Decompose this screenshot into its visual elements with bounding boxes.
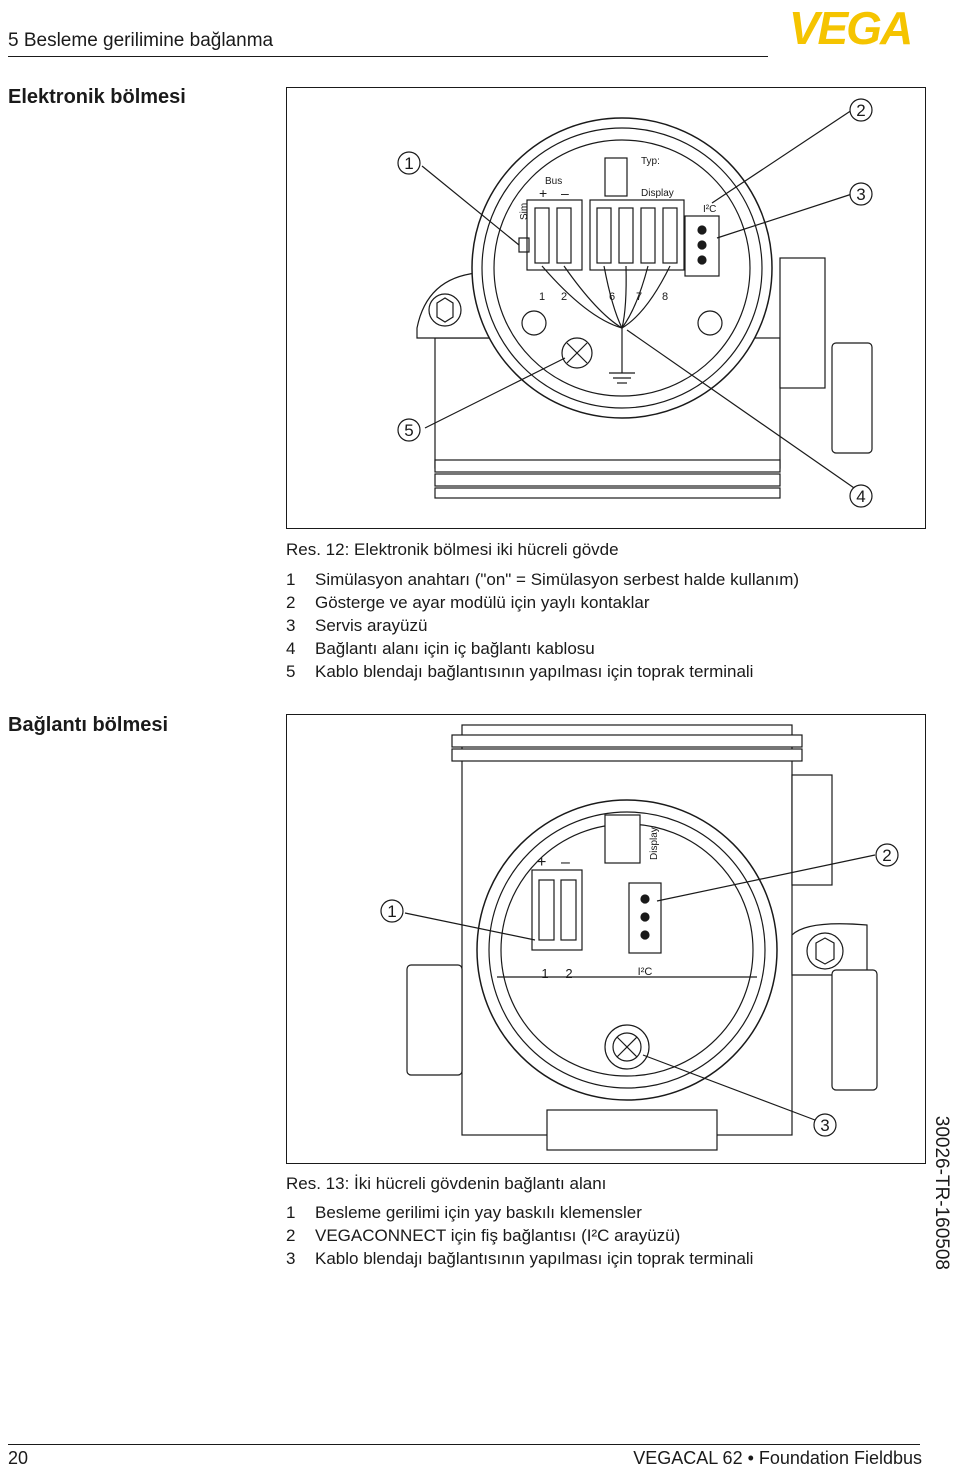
fig1-callout-4: 4	[856, 487, 865, 506]
legend-item: 4 Bağlantı alanı için iç bağlantı kablosu	[286, 637, 799, 660]
fig1-callout-1: 1	[404, 154, 413, 173]
fig2-label-minus: –	[561, 854, 570, 871]
fig1-label-plus: +	[539, 185, 547, 201]
legend-item: 2 Gösterge ve ayar modülü için yaylı kont…	[286, 591, 799, 614]
fig2-terminal-2: 2	[565, 966, 572, 981]
fig1-callout-2: 2	[856, 101, 865, 120]
legend-text: Kablo blendajı bağlantısının yapılması i…	[315, 662, 754, 681]
legend-num: 3	[286, 616, 296, 635]
fig2-callout-3: 3	[820, 1116, 829, 1135]
section-heading-electronics: Elektronik bölmesi	[8, 86, 186, 108]
vega-logo: VEGA	[789, 6, 913, 48]
section-heading-connection: Bağlantı bölmesi	[8, 714, 169, 736]
figure1-caption: Res. 12: Elektronik bölmesi iki hücreli …	[286, 540, 619, 559]
fig1-label-display: Display	[641, 188, 674, 199]
legend-num: 4	[286, 639, 296, 658]
legend-text: VEGACONNECT için fiş bağlantısı (I²C ara…	[315, 1226, 681, 1245]
header-rule	[8, 56, 768, 57]
fig2-callout-1: 1	[387, 902, 396, 921]
legend-text: Bağlantı alanı için iç bağlantı kablosu	[315, 639, 595, 658]
fig2-terminal-1: 1	[541, 966, 548, 981]
legend-num: 1	[286, 1203, 296, 1222]
legend-item: 2 VEGACONNECT için fiş bağlantısı (I²C ar…	[286, 1224, 753, 1247]
figure-electronics-compartment: 1 2 3 4 5 Sim Bus + – Typ: Display I²C 1…	[286, 87, 926, 529]
fig2-label-i2c: I²C	[638, 966, 653, 978]
legend-num: 5	[286, 662, 296, 681]
legend-num: 2	[286, 593, 296, 612]
legend-item: 1 Simülasyon anahtarı ("on" = Simülasyon …	[286, 568, 799, 591]
legend-text: Simülasyon anahtarı ("on" = Simülasyon s…	[315, 570, 800, 589]
document-code: 30026-TR-160508	[931, 1115, 952, 1270]
legend-text: Kablo blendajı bağlantısının yapılması i…	[315, 1249, 754, 1268]
legend-text: Besleme gerilimi için yay baskılı klemen…	[315, 1203, 642, 1222]
fig1-terminal-8: 8	[662, 291, 668, 303]
figure2-legend: 1 Besleme gerilimi için yay baskılı kleme…	[286, 1201, 753, 1270]
svg-text:VEGA: VEGA	[789, 6, 911, 48]
fig1-label-typ: Typ:	[641, 156, 660, 167]
fig1-callout-5: 5	[404, 421, 413, 440]
electronics-drawing: 1 2 3 4 5 Sim Bus + – Typ: Display I²C 1…	[397, 98, 873, 508]
legend-num: 2	[286, 1226, 296, 1245]
connection-drawing: 1 2 3 + – Display 1 2 I²C	[380, 724, 899, 1151]
legend-item: 1 Besleme gerilimi için yay baskılı kleme…	[286, 1201, 753, 1224]
product-name: VEGACAL 62 • Foundation Fieldbus	[633, 1448, 922, 1468]
fig2-callout-2: 2	[882, 846, 891, 865]
legend-text: Gösterge ve ayar modülü için yaylı konta…	[315, 593, 650, 612]
fig1-label-minus: –	[561, 185, 569, 201]
footer-rule	[8, 1444, 920, 1445]
figure2-caption: Res. 13: İki hücreli gövdenin bağlantı a…	[286, 1174, 607, 1193]
legend-item: 5 Kablo blendajı bağlantısının yapılması …	[286, 660, 799, 683]
fig1-label-bus: Bus	[545, 176, 562, 187]
fig1-callout-3: 3	[856, 185, 865, 204]
fig1-terminal-7: 7	[636, 291, 642, 303]
fig2-label-display: Display	[649, 827, 660, 860]
fig1-terminal-2: 2	[561, 291, 567, 303]
legend-item: 3 Servis arayüzü	[286, 614, 799, 637]
figure-connection-compartment: 1 2 3 + – Display 1 2 I²C	[286, 714, 926, 1164]
figure1-legend: 1 Simülasyon anahtarı ("on" = Simülasyon …	[286, 568, 799, 683]
fig2-label-plus: +	[537, 854, 546, 871]
legend-item: 3 Kablo blendajı bağlantısının yapılması …	[286, 1247, 753, 1270]
fig1-terminal-6: 6	[609, 291, 615, 303]
fig1-label-sim: Sim	[519, 203, 530, 220]
fig1-terminal-1: 1	[539, 291, 545, 303]
running-header: 5 Besleme gerilimine bağlanma	[8, 30, 274, 51]
legend-num: 3	[286, 1249, 296, 1268]
legend-num: 1	[286, 570, 296, 589]
legend-text: Servis arayüzü	[315, 616, 428, 635]
page-number: 20	[8, 1448, 29, 1468]
fig1-label-i2c: I²C	[703, 204, 716, 215]
